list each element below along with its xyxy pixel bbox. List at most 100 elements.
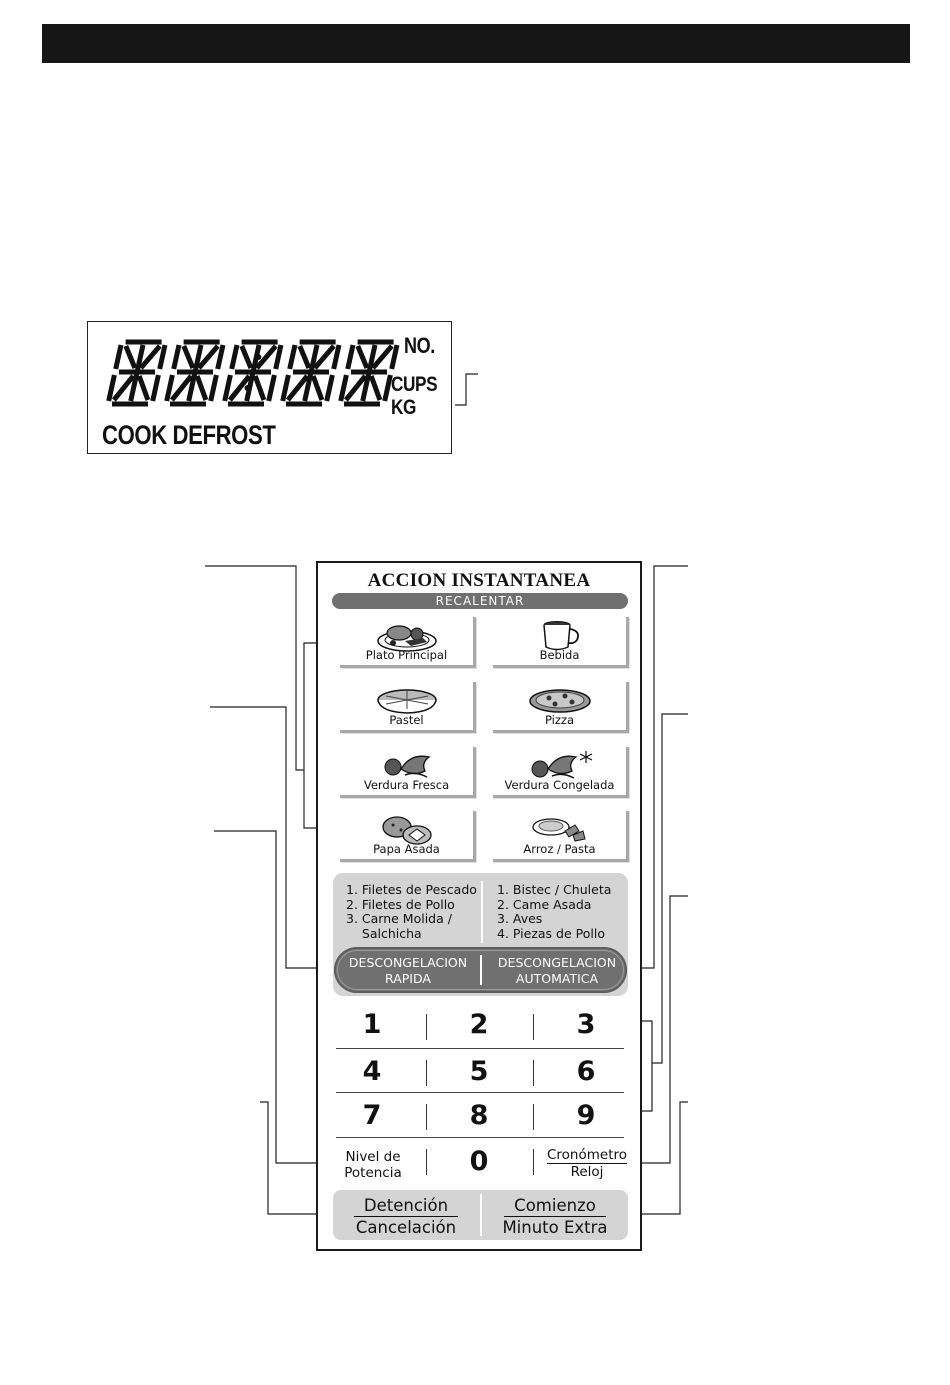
verdura-congelada-button[interactable]: Verdura Congelada — [493, 747, 629, 798]
keypad-row-divider — [336, 1092, 624, 1093]
bottom-key-area: Detención Cancelación Comienzo Minuto Ex… — [333, 1190, 628, 1240]
keypad-separator — [426, 1149, 427, 1175]
lcd-segment — [229, 344, 240, 370]
keypad-separator — [426, 1014, 427, 1040]
digit-0-button[interactable]: 0 — [469, 1146, 489, 1177]
plate-icon — [376, 625, 437, 652]
pizza-icon — [528, 689, 591, 713]
timer-clock-button[interactable]: Cronómetro Reloj — [542, 1147, 632, 1180]
pie-icon — [376, 689, 437, 714]
lcd-segment — [157, 344, 168, 370]
papa-asada-button[interactable]: Papa Asada — [340, 811, 476, 862]
power-level-line1: Nivel de — [345, 1149, 401, 1165]
digit-6-button[interactable]: 6 — [576, 1056, 596, 1087]
stop-cancel-button[interactable]: Detención Cancelación — [333, 1195, 479, 1238]
pizza-button[interactable]: Pizza — [493, 682, 629, 733]
lcd-segment — [338, 374, 349, 402]
defrost-divider — [481, 881, 483, 943]
extra-minute-label: Minuto Extra — [502, 1218, 608, 1237]
lcd-segment — [123, 345, 138, 369]
lcd-segment — [345, 344, 356, 370]
food-button-label: Papa Asada — [373, 842, 440, 856]
lcd-segment — [371, 344, 394, 370]
lcd-segment — [197, 344, 220, 370]
pill-divider — [480, 955, 482, 985]
header-bar — [42, 24, 910, 63]
reheat-header: RECALENTAR — [332, 593, 628, 609]
control-panel: ACCION INSTANTANEA RECALENTAR Plato Prin… — [316, 561, 642, 1251]
lcd-segment — [266, 374, 277, 402]
lcd-segment — [113, 344, 124, 370]
keypad-separator — [533, 1104, 534, 1130]
digit-8-button[interactable]: 8 — [469, 1100, 489, 1131]
digit-7-button[interactable]: 7 — [362, 1100, 382, 1131]
frozen-vegetable-icon — [531, 751, 592, 779]
food-button-label: Plato Principal — [365, 648, 448, 662]
keypad-separator — [426, 1060, 427, 1086]
lcd-segment — [368, 375, 383, 401]
lcd-segment — [222, 374, 233, 402]
lcd-segment — [280, 374, 291, 402]
lcd-segment — [255, 344, 278, 370]
lcd-segment — [139, 344, 162, 370]
food-button-label: Pastel — [389, 713, 424, 727]
quick-defrost-line2: RAPIDA — [385, 971, 431, 986]
lcd-segment — [297, 345, 312, 369]
display-mode-indicators: COOK DEFROST — [102, 420, 276, 450]
lcd-segment — [285, 374, 310, 402]
arroz-pasta-button[interactable]: Arroz / Pasta — [493, 811, 629, 862]
lcd-segment — [389, 344, 400, 370]
display-cups-indicator: CUPS — [391, 373, 438, 396]
keypad-separator — [533, 1060, 534, 1086]
auto-defrost-button[interactable]: DESCONGELACION AUTOMATICA — [487, 955, 627, 987]
digit-2-button[interactable]: 2 — [469, 1009, 489, 1040]
lcd-segment — [252, 375, 267, 401]
digit-4-button[interactable]: 4 — [362, 1056, 382, 1087]
bebida-button[interactable]: Bebida — [493, 617, 629, 668]
power-level-line2: Potencia — [344, 1165, 402, 1181]
quick-defrost-button[interactable]: DESCONGELACION RAPIDA — [338, 955, 478, 987]
defrost-area: 1. Filetes de Pescado 2. Filetes de Poll… — [333, 873, 628, 996]
panel-title: ACCION INSTANTANEA — [367, 570, 591, 591]
lcd-segment — [150, 374, 161, 402]
start-extra-minute-button[interactable]: Comienzo Minuto Extra — [482, 1195, 628, 1238]
display-no-indicator: NO. — [404, 333, 435, 358]
plato-principal-button[interactable]: Plato Principal — [340, 617, 476, 668]
lcd-segment — [302, 344, 320, 402]
lcd-colon-dot — [244, 385, 251, 391]
lcd-segment — [355, 345, 370, 369]
pastel-button[interactable]: Pastel — [340, 682, 476, 733]
stop-label: Detención — [353, 1195, 459, 1217]
lcd-segment — [171, 344, 182, 370]
lcd-segment — [164, 374, 175, 402]
bottom-divider — [480, 1194, 482, 1236]
digit-9-button[interactable]: 9 — [576, 1100, 596, 1131]
lcd-segment — [136, 375, 151, 401]
lcd-segment — [106, 374, 117, 402]
lcd-segment — [382, 374, 393, 402]
lcd-segment — [287, 344, 298, 370]
digit-1-button[interactable]: 1 — [362, 1009, 382, 1040]
lcd-segment — [273, 344, 284, 370]
cancel-label: Cancelación — [355, 1218, 457, 1237]
lcd-segment — [313, 344, 336, 370]
verdura-fresca-button[interactable]: Verdura Fresca — [340, 747, 476, 798]
food-button-label: Bebida — [539, 648, 580, 662]
clock-line: Reloj — [570, 1164, 604, 1180]
lcd-segment — [208, 374, 219, 402]
power-level-button[interactable]: Nivel de Potencia — [332, 1149, 414, 1181]
timer-line: Cronómetro — [546, 1147, 628, 1164]
digit-5-button[interactable]: 5 — [469, 1056, 489, 1087]
quick-defrost-line1: DESCONGELACION — [348, 955, 468, 970]
lcd-segments — [106, 339, 400, 407]
digit-3-button[interactable]: 3 — [576, 1009, 596, 1040]
lcd-segment — [310, 375, 325, 401]
auto-defrost-line2: AUTOMATICA — [515, 971, 599, 986]
keypad-row-divider — [336, 1048, 624, 1049]
vegetable-icon — [384, 755, 431, 778]
auto-defrost-list: 1. Bistec / Chuleta 2. Came Asada 3. Ave… — [497, 882, 612, 941]
keypad-row-divider — [336, 1137, 624, 1138]
lcd-segment — [227, 374, 252, 402]
keypad-separator — [533, 1149, 534, 1175]
lcd-colon-dot — [255, 354, 262, 360]
